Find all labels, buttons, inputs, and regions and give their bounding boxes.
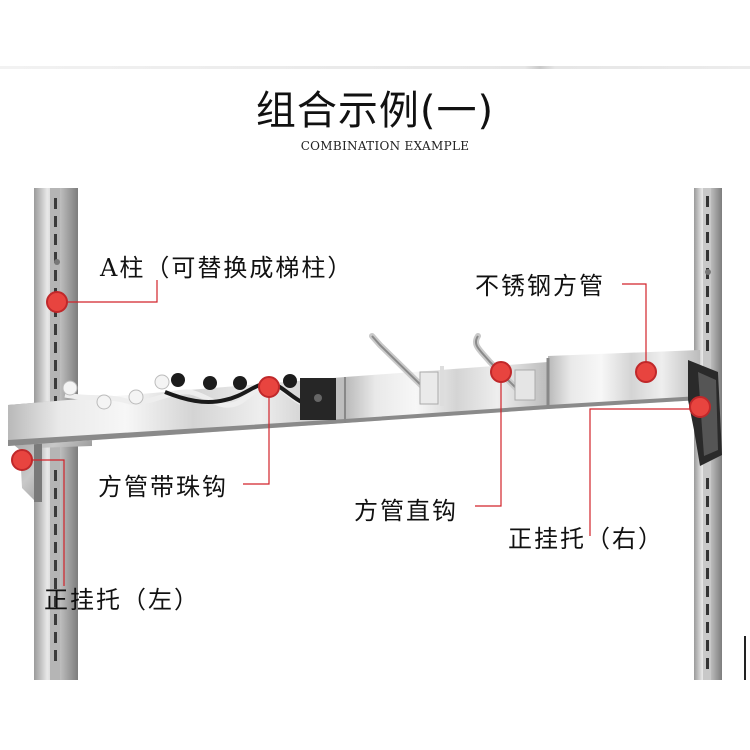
top-divider-line — [0, 66, 750, 69]
label-bracket-left: 正挂托（左） — [44, 586, 200, 614]
marker-bracket-left — [11, 449, 33, 471]
diagram-title: 组合示例(一) — [255, 88, 495, 134]
right-column-slots — [706, 196, 709, 669]
edge-mark — [744, 636, 746, 680]
marker-bead-hook — [258, 376, 280, 398]
label-bead-hook: 方管带珠钩 — [98, 473, 228, 501]
label-bracket-right: 正挂托（右） — [508, 525, 664, 553]
marker-stainless-tube — [635, 361, 657, 383]
marker-a-column — [46, 291, 68, 313]
leader-bracket-right — [589, 408, 700, 536]
leader-bracket-left — [22, 459, 65, 586]
diagram-subtitle: COMBINATION EXAMPLE — [300, 139, 470, 153]
leader-straight-hook — [475, 372, 502, 507]
label-a-column: A柱（可替换成梯柱） — [100, 254, 354, 282]
leader-a-column — [57, 280, 158, 303]
leader-bead-hook — [243, 387, 270, 485]
label-straight-hook: 方管直钩 — [354, 497, 458, 525]
marker-bracket-right — [689, 396, 711, 418]
label-stainless-tube: 不锈钢方管 — [475, 272, 605, 300]
marker-straight-hook — [490, 361, 512, 383]
leader-lines — [22, 280, 700, 586]
markers — [11, 291, 711, 471]
leader-stainless-tube — [622, 283, 647, 372]
straight-hooks — [369, 333, 536, 405]
